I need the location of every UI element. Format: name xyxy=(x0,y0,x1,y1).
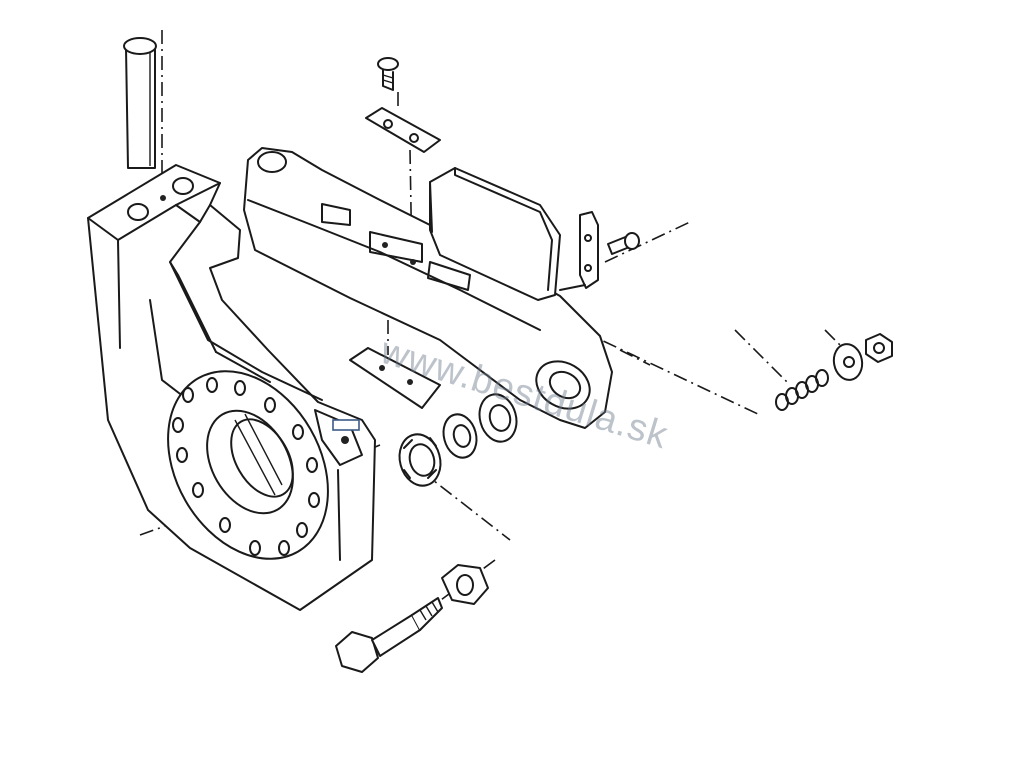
bearing-ring xyxy=(478,393,518,443)
middle-plate xyxy=(349,347,441,409)
main-housing xyxy=(87,164,376,611)
lever-arm xyxy=(243,147,613,429)
bolt-highlighted-yellow[interactable] xyxy=(335,597,443,673)
side-screw xyxy=(607,232,640,255)
hex-nut xyxy=(441,564,489,605)
top-plate xyxy=(365,107,441,153)
top-screw xyxy=(377,57,399,91)
castle-nut xyxy=(398,433,442,487)
spring xyxy=(775,369,829,411)
pivot-pin xyxy=(123,37,157,169)
flat-washer xyxy=(442,413,478,459)
spring-washer xyxy=(832,343,864,381)
lock-nut xyxy=(865,333,893,363)
wear-block xyxy=(429,167,561,301)
flange-bolt-holes xyxy=(172,377,320,556)
angle-bracket xyxy=(559,211,599,291)
